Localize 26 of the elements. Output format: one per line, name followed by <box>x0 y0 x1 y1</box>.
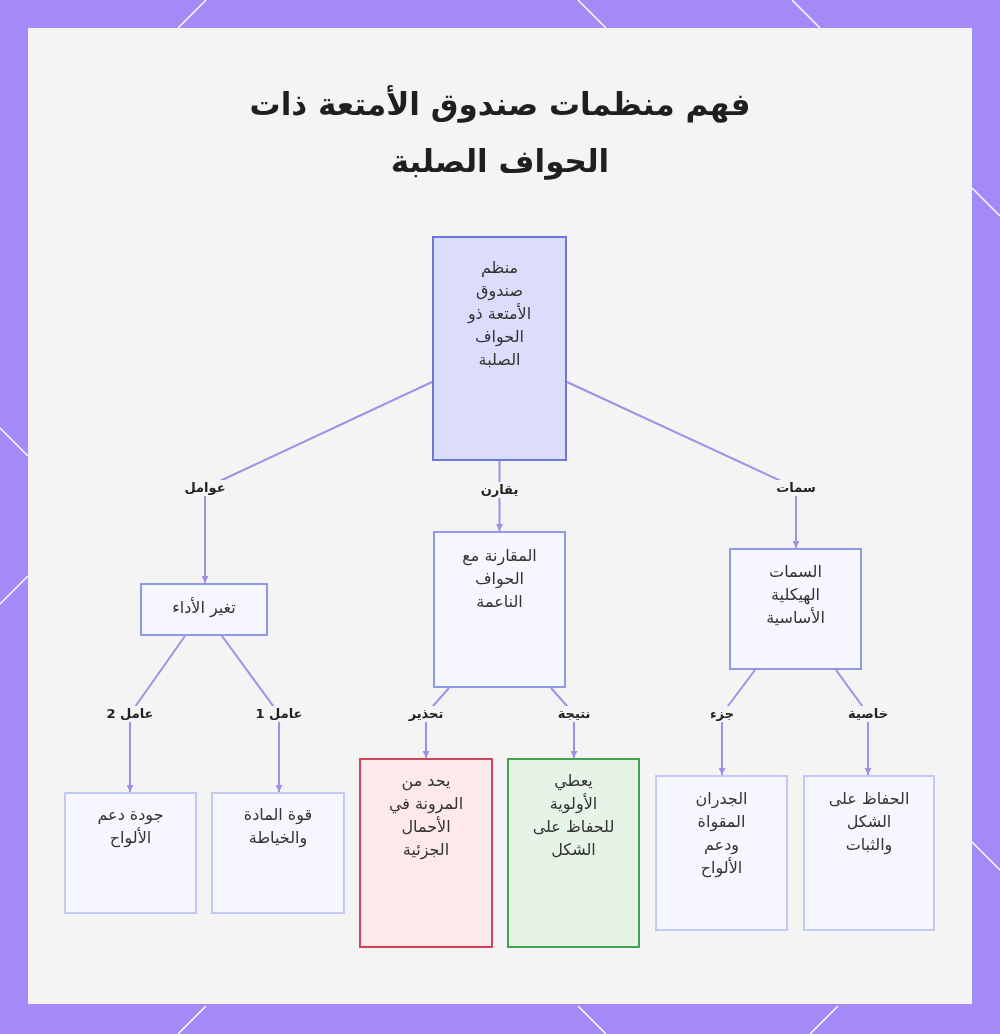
concept-box: يعطي الأولوية للحفاظ على الشكل <box>507 758 640 948</box>
edge-label: نتيجة <box>557 706 591 722</box>
arrow <box>718 669 756 776</box>
title: فهم منظمات صندوق الأمتعة ذات الحواف الصلبة <box>248 84 752 182</box>
arrow <box>126 635 186 793</box>
concept-box: السمات الهيكلية الأساسية <box>729 548 862 670</box>
edge-label: عامل 1 <box>255 706 303 722</box>
arrow <box>835 669 872 776</box>
arrow <box>566 381 800 549</box>
concept-box: منظم صندوق الأمتعة ذو الحواف الصلبة <box>432 236 567 461</box>
arrow <box>221 635 283 793</box>
concept-box: الحفاظ على الشكل والثبات <box>803 775 935 931</box>
edge-label: عوامل <box>184 480 226 496</box>
edge-label: سمات <box>776 480 816 496</box>
edge-label: عامل 2 <box>106 706 154 722</box>
edge-label: خاصية <box>848 706 888 722</box>
concept-box: الجدران المقواة ودعم الألواح <box>655 775 788 931</box>
arrow <box>201 381 433 584</box>
edge-label: جزء <box>709 706 735 722</box>
edge-label: تحذير <box>408 706 444 722</box>
concept-box: قوة المادة والخياطة <box>211 792 345 914</box>
concept-box: يحد من المرونة في الأحمال الجزئية <box>359 758 493 948</box>
concept-box: جودة دعم الألواح <box>64 792 197 914</box>
concept-box: المقارنة مع الحواف الناعمة <box>433 531 566 688</box>
concept-box: تغير الأداء <box>140 583 268 636</box>
edge-label: يقارن <box>480 482 519 498</box>
